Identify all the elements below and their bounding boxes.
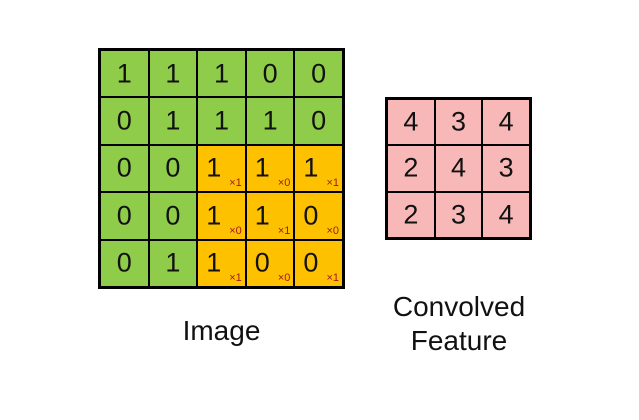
convolved-feature-label: Convolved Feature <box>374 290 544 358</box>
image-cell: 0 <box>100 192 149 240</box>
kernel-weight: ×1 <box>229 177 242 190</box>
feature-cell: 4 <box>387 99 435 146</box>
cell-value: 1 <box>303 152 319 183</box>
feature-cell: 2 <box>387 145 435 192</box>
cell-value: 0 <box>165 152 181 183</box>
feature-value: 2 <box>403 152 419 183</box>
feature-cell: 3 <box>482 145 530 192</box>
window-cell: 0 ×0 <box>245 239 295 287</box>
image-cell: 0 <box>294 50 343 98</box>
cell-value: 1 <box>254 152 270 183</box>
feature-cell: 3 <box>434 99 483 146</box>
cell-value: 1 <box>262 105 278 136</box>
kernel-weight: ×1 <box>326 272 339 284</box>
image-cell: 1 <box>100 50 149 98</box>
cell-value: 0 <box>116 247 132 278</box>
cell-value: 1 <box>206 247 222 278</box>
kernel-weight: ×0 <box>277 177 291 190</box>
kernel-weight: ×1 <box>277 224 291 237</box>
cell-value: 1 <box>213 58 229 89</box>
image-cell: 1 <box>197 50 246 98</box>
kernel-weight: ×1 <box>229 272 242 284</box>
window-cell: 1 ×1 <box>294 144 343 193</box>
cell-value: 0 <box>303 247 319 278</box>
feature-value: 4 <box>498 106 514 137</box>
feature-value: 4 <box>450 152 466 183</box>
cell-value: 0 <box>254 247 270 278</box>
image-cell: 1 <box>197 97 246 145</box>
window-cell: 1 ×1 <box>197 239 246 287</box>
cell-value: 1 <box>165 58 181 89</box>
image-grid: 1 1 1 0 0 0 1 1 1 0 0 0 1 ×1 1 ×0 1 ×1 0 0 … <box>98 48 345 289</box>
image-cell: 1 <box>148 97 198 145</box>
feature-value: 4 <box>403 106 419 137</box>
window-cell: 1 ×1 <box>197 144 246 193</box>
cell-value: 0 <box>116 105 132 136</box>
convolved-feature-grid: 4 3 4 2 4 3 2 3 4 <box>385 97 532 240</box>
feature-cell: 2 <box>387 191 435 238</box>
window-cell: 0 ×0 <box>294 192 343 240</box>
feature-cell: 4 <box>434 145 483 192</box>
cell-value: 0 <box>311 58 327 89</box>
window-cell: 0 ×1 <box>294 239 343 287</box>
cell-value: 0 <box>311 105 327 136</box>
cell-value: 0 <box>165 200 181 231</box>
image-cell: 1 <box>148 239 198 287</box>
feature-cell: 4 <box>482 191 530 238</box>
window-cell: 1 ×0 <box>245 144 295 193</box>
cell-value: 0 <box>303 200 319 231</box>
image-cell: 1 <box>245 97 295 145</box>
cell-value: 0 <box>116 200 132 231</box>
image-cell: 0 <box>245 50 295 98</box>
kernel-weight: ×1 <box>326 177 339 190</box>
cell-value: 0 <box>262 58 278 89</box>
feature-label-line2: Feature <box>410 325 508 357</box>
image-cell: 0 <box>294 97 343 145</box>
kernel-weight: ×0 <box>326 224 339 237</box>
cell-value: 1 <box>206 200 222 231</box>
feature-value: 3 <box>450 106 466 137</box>
feature-value: 2 <box>403 199 419 230</box>
kernel-weight: ×0 <box>229 224 242 237</box>
window-cell: 1 ×1 <box>245 192 295 240</box>
cell-value: 1 <box>206 152 222 183</box>
image-cell: 0 <box>100 97 149 145</box>
cell-value: 1 <box>254 200 270 231</box>
feature-value: 3 <box>498 152 514 183</box>
image-cell: 0 <box>100 144 149 193</box>
image-cell: 0 <box>100 239 149 287</box>
cell-value: 1 <box>165 105 181 136</box>
window-cell: 1 ×0 <box>197 192 246 240</box>
kernel-weight: ×0 <box>277 272 291 284</box>
feature-cell: 3 <box>434 191 483 238</box>
cell-value: 1 <box>116 58 132 89</box>
cell-value: 1 <box>165 247 181 278</box>
feature-label-line1: Convolved <box>392 291 526 322</box>
feature-value: 3 <box>450 199 466 230</box>
feature-value: 4 <box>498 199 514 230</box>
feature-cell: 4 <box>482 99 530 146</box>
image-cell: 0 <box>148 144 198 193</box>
image-cell: 1 <box>148 50 198 98</box>
image-label: Image <box>182 315 261 346</box>
image-cell: 0 <box>148 192 198 240</box>
cell-value: 0 <box>116 152 132 183</box>
cell-value: 1 <box>213 105 229 136</box>
